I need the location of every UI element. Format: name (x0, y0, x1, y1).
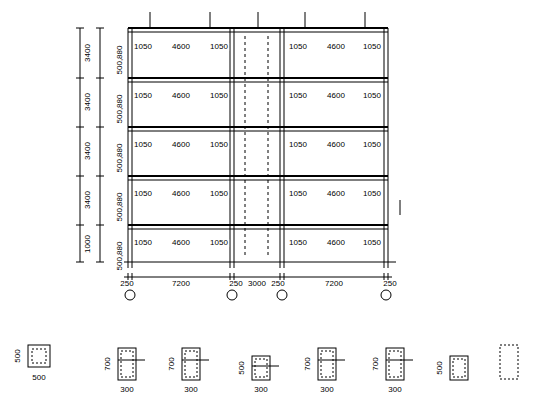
dimension-text: 4600 (171, 190, 191, 198)
dimension-text: 1050 (133, 239, 153, 247)
dimension-text: 1050 (133, 141, 153, 149)
vertical-dimension: 1000 (84, 234, 92, 254)
dimension-text: 1050 (209, 239, 229, 247)
vertical-dimension: 500 (238, 360, 246, 375)
dimension-text: 300 (253, 386, 268, 394)
vertical-dimension: 700 (304, 356, 312, 371)
dimension-text: 250 (382, 280, 397, 288)
dimension-text: 1050 (288, 239, 308, 247)
vertical-dimension: 3400 (84, 190, 92, 210)
vertical-dimension: 500,880 (116, 241, 124, 272)
vertical-dimension: 500 (14, 348, 22, 363)
vertical-dimension: 500,880 (116, 45, 124, 76)
dimension-text: 4600 (171, 43, 191, 51)
vertical-dimension: 500,880 (116, 192, 124, 223)
dimension-text: 1050 (362, 190, 382, 198)
dimension-text: 4600 (326, 190, 346, 198)
vertical-dimension: 3400 (84, 43, 92, 63)
dimension-text: 7200 (171, 280, 191, 288)
vertical-dimension: 3400 (84, 141, 92, 161)
dimension-text: 1050 (133, 190, 153, 198)
dimension-text: 1050 (362, 239, 382, 247)
dimension-text: 1050 (133, 43, 153, 51)
vertical-dimension: 700 (372, 356, 380, 371)
dimension-text: 4600 (171, 239, 191, 247)
dimension-text: 1050 (209, 43, 229, 51)
dimension-text: 1050 (288, 141, 308, 149)
dimension-text: 1050 (362, 92, 382, 100)
dimension-text: 4600 (326, 239, 346, 247)
dimension-text: 1050 (288, 43, 308, 51)
dimension-text: 1050 (209, 190, 229, 198)
dimension-text: 1050 (288, 190, 308, 198)
dimension-text: 3000 (247, 280, 267, 288)
dimension-text: 1050 (209, 92, 229, 100)
dimension-text: 4600 (326, 92, 346, 100)
dimension-text: 300 (119, 386, 134, 394)
dimension-text: 300 (387, 386, 402, 394)
dimension-text: 1050 (133, 92, 153, 100)
dimension-text: 500 (31, 374, 46, 382)
dimension-text: 4600 (326, 43, 346, 51)
vertical-dimension: 3400 (84, 92, 92, 112)
dimension-text: 7200 (324, 280, 344, 288)
dimension-text: 250 (270, 280, 285, 288)
dimension-text: 300 (319, 386, 334, 394)
vertical-dimension: 500,880 (116, 143, 124, 174)
dimension-text: 4600 (171, 141, 191, 149)
dimension-text: 1050 (288, 92, 308, 100)
vertical-dimension: 700 (168, 356, 176, 371)
dimension-text: 250 (119, 280, 134, 288)
dimension-text: 4600 (326, 141, 346, 149)
vertical-dimension: 700 (104, 356, 112, 371)
dimension-text: 1050 (209, 141, 229, 149)
dimension-text: 1050 (362, 141, 382, 149)
vertical-dimension: 500 (436, 360, 444, 375)
dimension-text: 1050 (362, 43, 382, 51)
dimension-text: 250 (228, 280, 243, 288)
dimension-text: 300 (183, 386, 198, 394)
dimension-text: 4600 (171, 92, 191, 100)
vertical-dimension: 500,880 (116, 94, 124, 125)
